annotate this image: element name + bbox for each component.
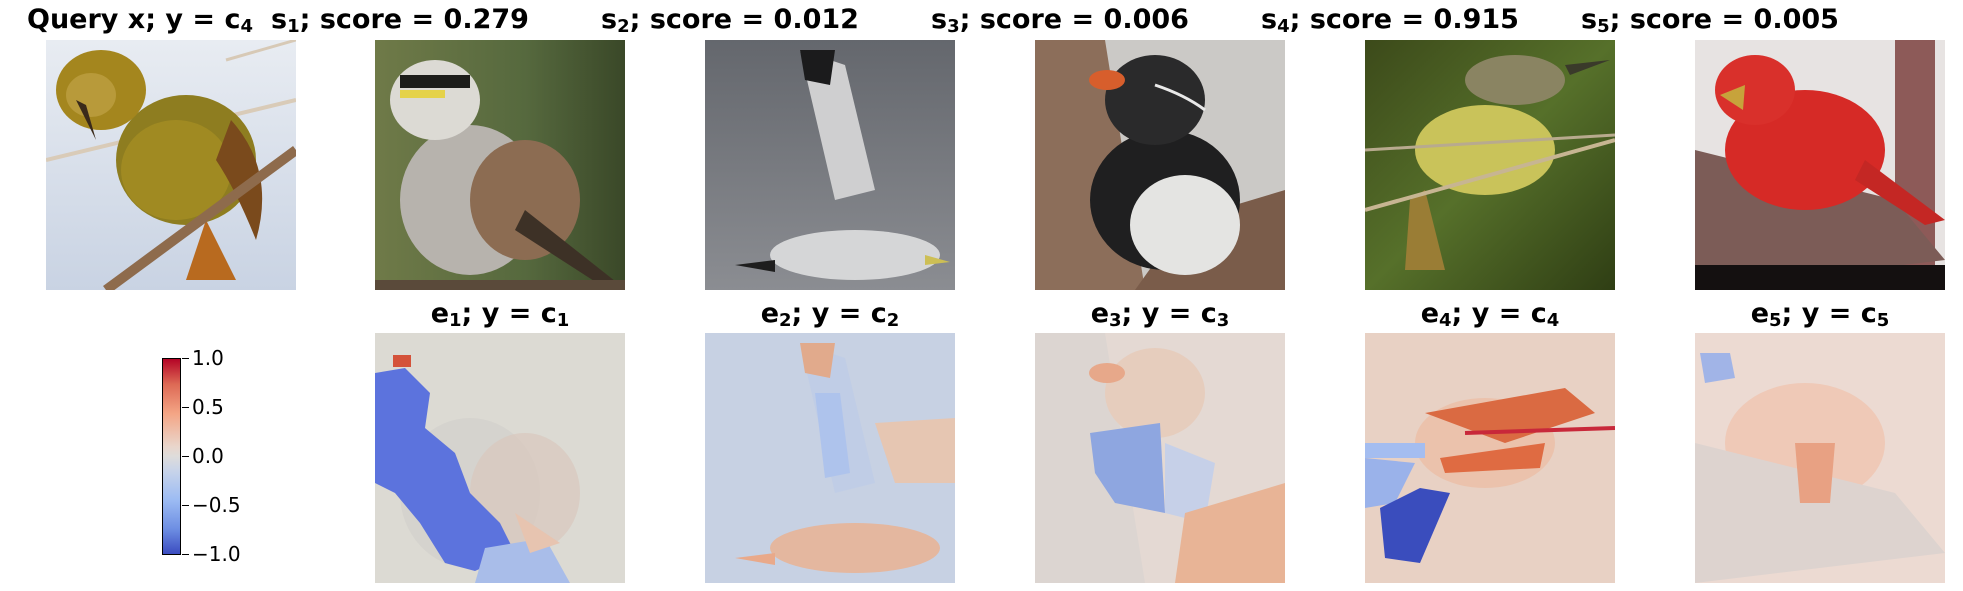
explanation-5-title: e5; y = c5 [1750, 298, 1890, 331]
explanation-2-title: e2; y = c2 [760, 298, 900, 331]
colorbar-label-neg-1-0: −1.0 [192, 542, 241, 566]
colorbar-label-neg-0-5: −0.5 [192, 493, 241, 517]
colorbar-tick [182, 407, 189, 408]
colorbar-tick [182, 456, 189, 457]
explanation-2-heatmap [705, 333, 955, 583]
colorbar-label-1-0: 1.0 [192, 346, 224, 370]
support-3-title: s3; score = 0.006 [931, 4, 1189, 37]
explanation-3-heatmap [1035, 333, 1285, 583]
colorbar-tick [182, 505, 189, 506]
support-3-image [1035, 40, 1285, 290]
support-4-image [1365, 40, 1615, 290]
colorbar-tick [182, 358, 189, 359]
colorbar-tick [182, 554, 189, 555]
support-2-title: s2; score = 0.012 [601, 4, 859, 37]
support-5-title: s5; score = 0.005 [1581, 4, 1839, 37]
support-5-image [1695, 40, 1945, 290]
colorbar-label-0-0: 0.0 [192, 444, 224, 468]
query-bird-image [46, 40, 296, 290]
colorbar [162, 358, 181, 555]
explanation-1-title: e1; y = c1 [430, 298, 570, 331]
explanation-4-title: e4; y = c4 [1420, 298, 1560, 331]
support-1-title: s1; score = 0.279 [271, 4, 529, 37]
support-4-title: s4; score = 0.915 [1261, 4, 1519, 37]
support-2-image [705, 40, 955, 290]
support-1-image [375, 40, 625, 290]
colorbar-label-0-5: 0.5 [192, 395, 224, 419]
query-title: Query x; y = c4 [27, 4, 253, 37]
explanation-4-heatmap [1365, 333, 1615, 583]
explanation-3-title: e3; y = c3 [1090, 298, 1230, 331]
explanation-5-heatmap [1695, 333, 1945, 583]
explanation-1-heatmap [375, 333, 625, 583]
